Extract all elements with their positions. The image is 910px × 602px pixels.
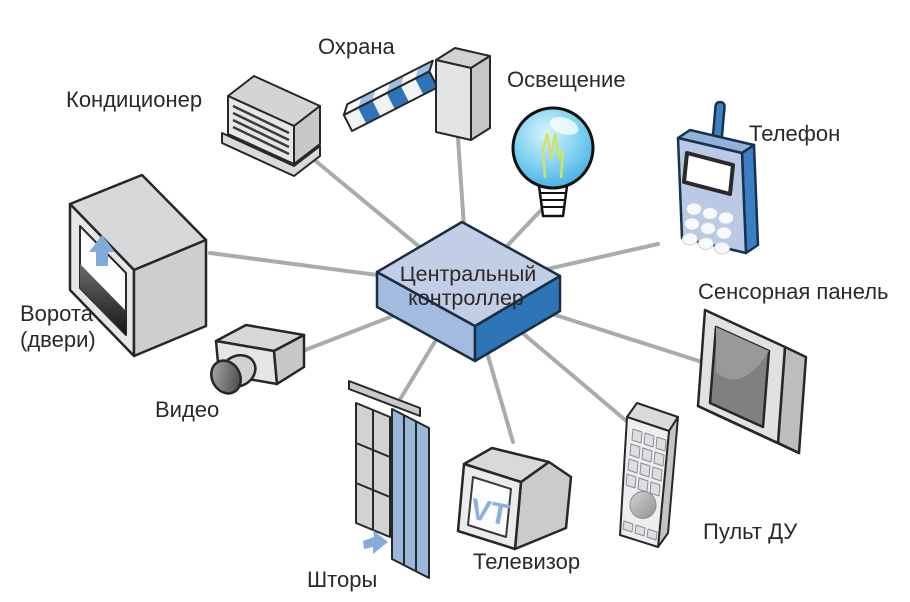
tv-screen-text: VT [468, 493, 512, 533]
curtains-icon [348, 380, 430, 579]
garage-opening [80, 264, 126, 335]
air-conditioner-icon [221, 75, 321, 177]
vent-lines [232, 104, 290, 156]
remote-circle-button [629, 491, 657, 519]
touch-panel-icon [696, 308, 808, 455]
label-air-conditioner: Кондиционер [66, 87, 202, 112]
phone-screen [682, 151, 735, 196]
tv-screen [467, 476, 512, 538]
door-up-arrow [89, 235, 115, 266]
barrier-arm [342, 59, 439, 132]
label-phone: Телефон [749, 121, 840, 146]
central-controller-box [375, 220, 562, 363]
label-video: Видео [155, 397, 219, 422]
central-controller-label-line1: Центральный [400, 262, 537, 286]
remote-control-icon [619, 402, 679, 548]
label-curtains: Шторы [307, 567, 377, 592]
camera-lens [210, 359, 242, 395]
curtain-panels [391, 408, 430, 579]
gates-icon [68, 173, 208, 358]
label-tv: Телевизор [473, 549, 580, 574]
label-security: Охрана [318, 34, 395, 59]
curtain-arrow [363, 530, 388, 554]
phone-icon [676, 100, 760, 255]
light-bulb-icon [511, 106, 595, 218]
label-gates-line2: (двери) [20, 327, 96, 352]
label-gates-line1: Ворота [20, 301, 94, 326]
label-lighting: Освещение [507, 67, 626, 92]
security-barrier-icon [342, 47, 491, 141]
tv-icon: VT [456, 446, 573, 551]
label-remote: Пульт ДУ [703, 519, 798, 544]
video-camera-icon [210, 323, 306, 395]
label-touch-panel: Сенсорная панель [698, 279, 889, 304]
phone-keypad [682, 202, 734, 255]
central-controller-label-line2: контроллер [408, 286, 524, 310]
remote-buttons [625, 428, 667, 497]
